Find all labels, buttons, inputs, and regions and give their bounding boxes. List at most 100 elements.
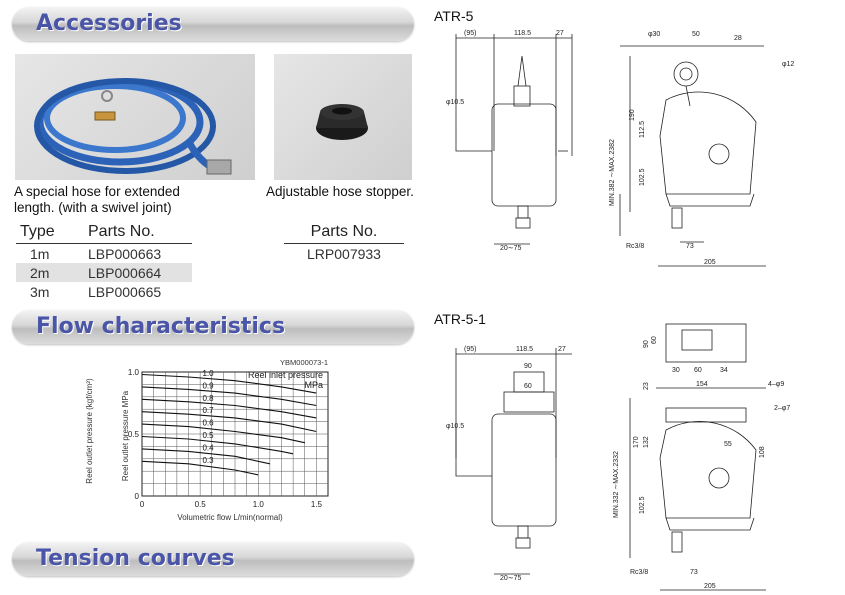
svg-text:φ30: φ30 xyxy=(648,31,660,38)
svg-text:73: 73 xyxy=(690,569,698,576)
chart-xlabel: Volumetric flow L/min(normal) xyxy=(177,513,283,522)
svg-text:20∼75: 20∼75 xyxy=(500,575,522,582)
series-label: 0.5 xyxy=(202,431,214,440)
series-line xyxy=(141,373,317,394)
atr51-front-view xyxy=(629,323,766,591)
svg-text:205: 205 xyxy=(704,583,716,590)
svg-text:90: 90 xyxy=(524,363,532,370)
flow-chart: YBM000073-1 1.0 0.9 0.8 0.7 0.6 0.5 0.4 0.3 0 0.… xyxy=(85,358,329,522)
table-row: 2m LBP000664 xyxy=(16,263,192,282)
y-tick-label: 1.0 xyxy=(128,368,140,377)
drawing1-title: ATR-5 xyxy=(434,8,474,24)
svg-text:190: 190 xyxy=(629,109,636,121)
svg-text:90: 90 xyxy=(643,340,650,348)
series-line xyxy=(141,411,317,433)
hose-photo xyxy=(15,54,255,180)
svg-text:55: 55 xyxy=(724,441,732,448)
series-label: 0.6 xyxy=(202,419,214,428)
series-label: 0.9 xyxy=(202,381,214,390)
series-label: 1.0 xyxy=(202,369,214,378)
svg-text:φ10.5: φ10.5 xyxy=(446,99,464,106)
accessories-banner: Accessories xyxy=(12,7,414,41)
svg-text:20∼75: 20∼75 xyxy=(500,245,522,252)
x-tick-label: 0.5 xyxy=(195,500,207,509)
series-label: 0.7 xyxy=(202,406,214,415)
tension-heading: Tension courves xyxy=(36,546,235,571)
svg-text:102.5: 102.5 xyxy=(639,168,646,186)
hose-caption-line2: length. (with a swivel joint) xyxy=(14,200,172,215)
svg-text:Rc3/8: Rc3/8 xyxy=(630,569,648,576)
stopper-photo xyxy=(274,54,412,180)
svg-text:118.5: 118.5 xyxy=(516,346,533,353)
series-line xyxy=(141,460,259,476)
svg-text:170: 170 xyxy=(633,436,640,448)
series-line xyxy=(141,448,271,465)
chart-ylabel-kgf: Reel outlet pressure (kgf/cm²) xyxy=(85,378,94,484)
flow-banner: Flow characteristics xyxy=(12,310,414,344)
x-tick-label: 1.5 xyxy=(311,500,323,509)
table-row: LRP007933 xyxy=(307,245,381,262)
col-parts: Parts No. xyxy=(284,223,404,244)
svg-text:φ10.5: φ10.5 xyxy=(446,423,464,430)
svg-text:60: 60 xyxy=(651,336,658,344)
chart-lines: 1.0 0.9 0.8 0.7 0.6 0.5 0.4 0.3 xyxy=(141,369,317,476)
series-label: 0.8 xyxy=(202,394,214,403)
series-label: 0.4 xyxy=(202,443,214,452)
chart-ylabel-mpa: Reel outlet pressure MPa xyxy=(121,390,130,481)
table-row: 3m LBP000665 xyxy=(30,283,162,300)
drawing2-title: ATR-5-1 xyxy=(434,311,486,327)
series-line xyxy=(141,386,317,407)
col-parts: Parts No. xyxy=(88,223,192,244)
series-line xyxy=(141,435,294,455)
svg-text:27: 27 xyxy=(558,346,566,353)
chart-legend-line1: Reel inlet pressure xyxy=(248,370,323,380)
x-tick-label: 1.0 xyxy=(253,500,265,509)
svg-text:MIN.382 ∼MAX.2382: MIN.382 ∼MAX.2382 xyxy=(609,139,616,206)
hose-parts-table: Type Parts No. 1m LBP000663 2m LBP000664… xyxy=(16,223,192,301)
svg-text:MIN.332 ∼MAX.2332: MIN.332 ∼MAX.2332 xyxy=(613,451,620,518)
svg-text:4–φ9: 4–φ9 xyxy=(768,381,784,388)
svg-text:112.5: 112.5 xyxy=(639,121,646,138)
stopper-caption: Adjustable hose stopper. xyxy=(266,184,414,199)
stopper-parts-table: Parts No. LRP007933 xyxy=(284,223,404,263)
svg-text:φ12: φ12 xyxy=(782,61,794,68)
hose-caption-line1: A special hose for extended xyxy=(14,184,180,199)
y-tick-label: 0.5 xyxy=(128,430,140,439)
svg-text:154: 154 xyxy=(696,381,708,388)
series-label: 0.3 xyxy=(202,456,214,465)
hose-caption: A special hose for extended length. (wit… xyxy=(14,184,180,216)
svg-text:73: 73 xyxy=(686,243,694,250)
hose-illustration xyxy=(34,78,232,175)
svg-text:132: 132 xyxy=(643,436,650,448)
svg-text:(95): (95) xyxy=(464,30,476,37)
svg-text:205: 205 xyxy=(704,259,716,266)
svg-text:60: 60 xyxy=(524,383,532,390)
accessories-heading: Accessories xyxy=(36,11,182,36)
svg-text:2–φ7: 2–φ7 xyxy=(774,405,790,412)
chart-code: YBM000073-1 xyxy=(280,358,328,367)
series-line xyxy=(141,398,317,419)
svg-text:34: 34 xyxy=(720,367,728,374)
table-row: 1m LBP000663 xyxy=(30,245,162,262)
y-tick-label: 0 xyxy=(135,492,140,501)
series-line xyxy=(141,423,305,444)
svg-text:50: 50 xyxy=(692,31,700,38)
svg-text:28: 28 xyxy=(734,35,742,42)
svg-text:30: 30 xyxy=(672,367,680,374)
chart-legend-line2: MPa xyxy=(304,380,323,390)
atr5-front-view xyxy=(619,45,766,267)
chart-ticks: 0 0.5 1.0 1.5 0 0.5 1.0 xyxy=(128,368,323,509)
svg-text:118.5: 118.5 xyxy=(514,30,531,37)
stopper-illustration xyxy=(316,104,368,140)
svg-text:23: 23 xyxy=(643,382,650,390)
svg-text:60: 60 xyxy=(694,367,702,374)
svg-text:Rc3/8: Rc3/8 xyxy=(626,243,644,250)
col-type: Type xyxy=(16,223,88,244)
tension-banner: Tension courves xyxy=(12,542,414,576)
svg-text:27: 27 xyxy=(556,30,564,37)
svg-text:(95): (95) xyxy=(464,346,476,353)
x-tick-label: 0 xyxy=(140,500,145,509)
atr51-side-view xyxy=(455,348,572,575)
